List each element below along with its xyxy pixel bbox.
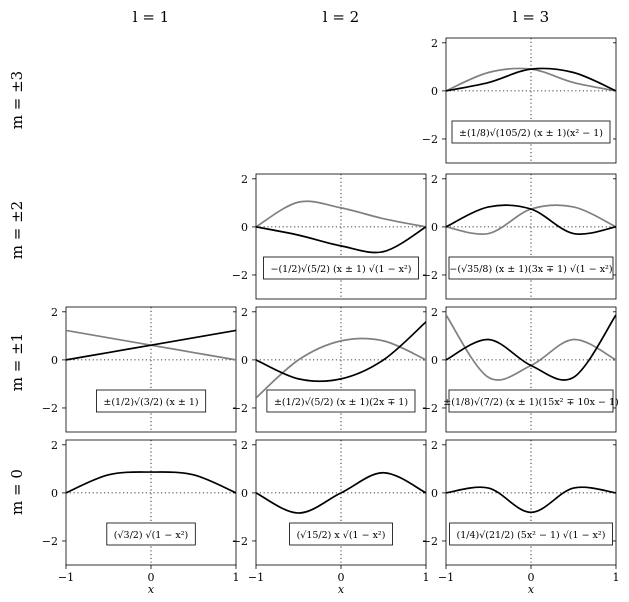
x-tick-label: −1 — [58, 571, 74, 584]
y-tick-label: 2 — [431, 173, 438, 186]
panel-l2m0: −2 0 2 −1 0 1 x (√15/2) x √(1 − x²) — [232, 439, 430, 596]
x-tick-label: 1 — [423, 571, 430, 584]
series-line — [446, 314, 616, 381]
panel-frame — [255, 306, 427, 433]
formula-box — [266, 389, 416, 413]
formula-text: (1/4)√(21/2) (5x² − 1) √(1 − x²) — [457, 530, 606, 541]
y-tick-label: 0 — [241, 354, 248, 367]
panel-frame — [255, 439, 427, 566]
y-tick-label: 0 — [51, 354, 58, 367]
x-tick-label: 0 — [148, 571, 155, 584]
formula-text: ±(1/8)√(7/2) (x ± 1)(15x² ∓ 10x − 1) — [443, 397, 618, 408]
panel-l2m1: −2 0 2 ±(1/2)√(5/2) (x ± 1)(2x ∓ 1) — [232, 306, 427, 433]
formula-box — [96, 389, 207, 413]
formula-box — [263, 256, 419, 280]
y-tick-label: −2 — [422, 269, 438, 282]
y-tick-label: −2 — [232, 269, 248, 282]
x-tick-label: −1 — [248, 571, 264, 584]
y-tick-label: −2 — [422, 133, 438, 146]
panel-frame — [445, 306, 617, 433]
x-axis-label: x — [528, 583, 535, 596]
panel-frame — [255, 173, 427, 300]
y-tick-label: 0 — [431, 85, 438, 98]
series-line — [446, 486, 616, 514]
formula-text: (√3/2) √(1 − x²) — [114, 530, 188, 541]
formula-box — [448, 389, 614, 413]
y-tick-label: 2 — [51, 306, 58, 319]
formula-text: (√15/2) x √(1 − x²) — [297, 530, 386, 541]
series-line — [446, 67, 616, 92]
x-axis-label: x — [338, 583, 345, 596]
x-axis-label: x — [148, 583, 155, 596]
row-header-m0: m = 0 — [8, 469, 26, 515]
panel-l1m0: −2 0 2 −1 0 1 x (√3/2) √(1 − x²) — [42, 439, 240, 596]
y-tick-label: −2 — [232, 535, 248, 548]
formula-box — [451, 120, 611, 144]
series-line — [256, 226, 426, 254]
formula-text: −(1/2)√(5/2) (x ± 1) √(1 − x²) — [271, 264, 412, 275]
series-line — [66, 471, 236, 494]
x-tick-label: −1 — [438, 571, 454, 584]
y-tick-label: 0 — [241, 221, 248, 234]
y-tick-label: 0 — [431, 221, 438, 234]
x-tick-label: 1 — [233, 571, 240, 584]
y-tick-label: 2 — [241, 306, 248, 319]
panel-l1m1: −2 0 2 ±(1/2)√(3/2) (x ± 1) — [42, 306, 237, 433]
series-line — [256, 471, 426, 514]
row-header-m3: m = ±3 — [8, 71, 26, 129]
panel-l2m2: −2 0 2 −(1/2)√(5/2) (x ± 1) √(1 − x²) — [232, 173, 427, 300]
x-tick-label: 0 — [338, 571, 345, 584]
panel-l3m3: −2 0 2 ±(1/8)√(105/2) (x ± 1)(x² − 1) — [422, 37, 617, 164]
y-tick-label: 2 — [241, 173, 248, 186]
y-tick-label: 2 — [51, 439, 58, 452]
panel-frame — [445, 173, 617, 300]
row-header-m2: m = ±2 — [8, 201, 26, 259]
formula-text: −(√35/8) (x ± 1)(3x ∓ 1) √(1 − x²) — [449, 264, 612, 275]
formula-text: ±(1/2)√(3/2) (x ± 1) — [103, 397, 198, 408]
y-tick-label: 0 — [51, 487, 58, 500]
formula-box — [449, 522, 613, 546]
panel-frame — [65, 306, 237, 433]
series-line — [66, 329, 236, 361]
x-tick-label: 1 — [613, 571, 620, 584]
formula-box — [106, 522, 196, 546]
y-tick-label: 0 — [431, 487, 438, 500]
column-header-l1: l = 1 — [133, 8, 169, 26]
panel-frame — [65, 439, 237, 566]
formula-box — [289, 522, 393, 546]
series-line — [256, 337, 426, 399]
series-line — [446, 314, 616, 381]
x-tick-label: 0 — [528, 571, 535, 584]
column-header-l2: l = 2 — [323, 8, 359, 26]
column-header-l3: l = 3 — [513, 8, 549, 26]
y-tick-label: −2 — [232, 402, 248, 415]
panel-l3m0: −2 0 2 −1 0 1 x (1/4)√(21/2) (5x² − 1) √(1 − x²… — [422, 439, 620, 596]
y-tick-label: −2 — [42, 535, 58, 548]
series-line — [256, 200, 426, 228]
y-tick-label: 2 — [431, 306, 438, 319]
panel-l3m1: −2 0 2 ±(1/8)√(7/2) (x ± 1)(15x² ∓ 10x − 1) — [422, 306, 619, 433]
formula-text: ±(1/2)√(5/2) (x ± 1)(2x ∓ 1) — [274, 397, 408, 408]
panels-group: −2 0 2 ±(1/8)√(105/2) (x ± 1)(x² − 1) −2 0 2 −(… — [42, 37, 620, 596]
y-tick-label: 0 — [431, 354, 438, 367]
y-tick-label: 0 — [241, 487, 248, 500]
y-tick-label: 2 — [431, 37, 438, 50]
y-tick-label: 2 — [241, 439, 248, 452]
panel-frame — [445, 37, 617, 164]
panel-l3m2: −2 0 2 −(√35/8) (x ± 1)(3x ∓ 1) √(1 − x²) — [422, 173, 617, 300]
row-header-m1: m = ±1 — [8, 333, 26, 391]
y-tick-label: 2 — [431, 439, 438, 452]
formula-box — [448, 256, 614, 280]
panel-frame — [445, 439, 617, 566]
y-tick-label: −2 — [42, 402, 58, 415]
formula-text: ±(1/8)√(105/2) (x ± 1)(x² − 1) — [459, 128, 603, 139]
y-tick-label: −2 — [422, 402, 438, 415]
series-line — [446, 204, 616, 236]
series-line — [256, 321, 426, 383]
y-tick-label: −2 — [422, 535, 438, 548]
